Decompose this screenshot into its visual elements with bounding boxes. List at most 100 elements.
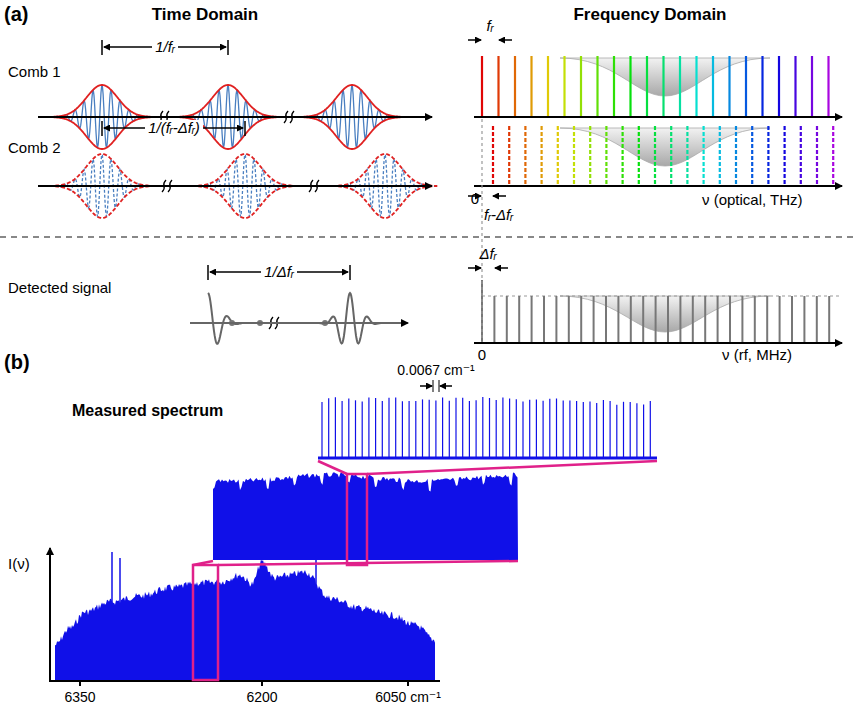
tick	[207, 265, 209, 280]
spacing-arrow	[499, 39, 512, 41]
pulse-envelope	[299, 117, 404, 149]
tick	[79, 681, 81, 686]
comb-mode-line	[630, 402, 631, 458]
text-label: Frequency Domain	[573, 6, 726, 25]
comb-mode-line	[442, 398, 443, 459]
tick	[349, 265, 351, 280]
comb-mode-line	[348, 398, 349, 458]
rf-comb-line	[704, 296, 706, 343]
text-label: 6350	[64, 690, 95, 705]
comb-mode-line	[522, 402, 523, 459]
freq-axis	[474, 342, 842, 344]
tick	[439, 380, 440, 392]
measured-spectrum	[55, 380, 657, 680]
dimension-arrows	[102, 40, 512, 386]
zoom-spectrum	[213, 473, 518, 560]
spectral-spike	[111, 552, 113, 640]
rf-comb-line	[766, 296, 768, 343]
comb-mode-line	[516, 399, 517, 458]
pulse-envelope	[49, 154, 154, 186]
comb-mode-line	[536, 400, 537, 458]
text-label: Detected signal	[8, 280, 111, 297]
comb-line	[662, 56, 664, 117]
text-label: fᵣ-Δfᵣ	[484, 207, 513, 224]
comb-line	[557, 126, 559, 186]
text-label: 0.0067 cm⁻¹	[397, 363, 474, 378]
comb-line	[778, 56, 780, 117]
pulse-envelope	[49, 85, 154, 117]
rf-comb-line	[816, 296, 818, 343]
comb-line	[751, 126, 753, 186]
rf-comb-line	[543, 296, 545, 343]
comb-line	[573, 126, 575, 186]
comb-line	[646, 56, 648, 117]
pulse-envelope	[175, 85, 280, 117]
rf-comb-line	[493, 296, 495, 343]
zoom-box	[193, 565, 218, 680]
comb-line	[761, 56, 763, 117]
pulse-envelope	[299, 85, 404, 117]
comb-mode-line	[482, 397, 483, 458]
time-axis	[190, 322, 408, 324]
comb-mode-line	[569, 401, 570, 458]
text-label: 0	[478, 347, 486, 364]
spacing-arrow	[420, 385, 432, 387]
comb-mode-line	[368, 398, 369, 459]
zoom-line	[318, 461, 347, 474]
absorption-dip	[560, 58, 770, 96]
comb-line	[514, 56, 516, 117]
absorption-dip	[560, 296, 770, 332]
text-label: fᵣ	[486, 18, 493, 35]
comb-line	[702, 126, 704, 186]
spacing-arrow	[468, 267, 481, 269]
rf-comb-line	[518, 296, 520, 343]
interferogram-burst	[208, 293, 246, 344]
comb-mode-line	[382, 401, 383, 458]
text-label: 6200	[246, 690, 277, 705]
frequency-combs	[482, 56, 840, 343]
time-axis	[38, 116, 432, 118]
text-label: 0	[471, 191, 479, 208]
comb-mode-line	[509, 399, 510, 458]
rf-comb-line	[630, 296, 632, 343]
comb-line	[492, 126, 494, 186]
rf-comb-line	[791, 296, 793, 343]
axes	[38, 117, 842, 343]
spectral-spike	[119, 558, 121, 640]
text-label: ν (optical, THz)	[702, 192, 803, 209]
rf-comb-line	[803, 296, 805, 343]
freq-axis	[474, 116, 842, 118]
zoom-line	[367, 461, 657, 474]
spacing-arrow	[493, 195, 506, 197]
text-label: 1/(fᵣ-Δfᵣ)	[145, 120, 203, 137]
comb-mode-line	[415, 401, 416, 458]
tick	[433, 380, 434, 392]
comb-line	[547, 56, 549, 117]
comb-mode-line	[623, 402, 624, 458]
comb-mode-line	[402, 401, 403, 458]
comb-mode-line	[549, 399, 550, 458]
comb-line	[621, 126, 623, 186]
rf-comb-line	[506, 296, 508, 343]
comb-mode-line	[328, 398, 329, 458]
comb-line	[695, 56, 697, 117]
comb-mode-line	[556, 399, 557, 459]
comb-line	[811, 56, 813, 117]
freq-axis	[474, 185, 842, 187]
rf-comb-line	[667, 296, 669, 343]
rf-comb-line	[729, 296, 731, 343]
pulse-envelope	[192, 186, 297, 218]
text-label: (a)	[4, 3, 28, 25]
rf-comb-line	[617, 296, 619, 343]
tick	[244, 121, 246, 136]
comb-mode-line	[462, 398, 463, 458]
divider-line	[0, 236, 853, 238]
comb-line	[530, 56, 532, 117]
time-axis	[38, 185, 432, 187]
comb-mode-line	[489, 398, 490, 458]
interferogram-burst	[316, 293, 383, 344]
comb-line	[686, 126, 688, 186]
comb-line	[589, 126, 591, 186]
comb-line	[670, 126, 672, 186]
spectrum-axes	[49, 548, 440, 686]
